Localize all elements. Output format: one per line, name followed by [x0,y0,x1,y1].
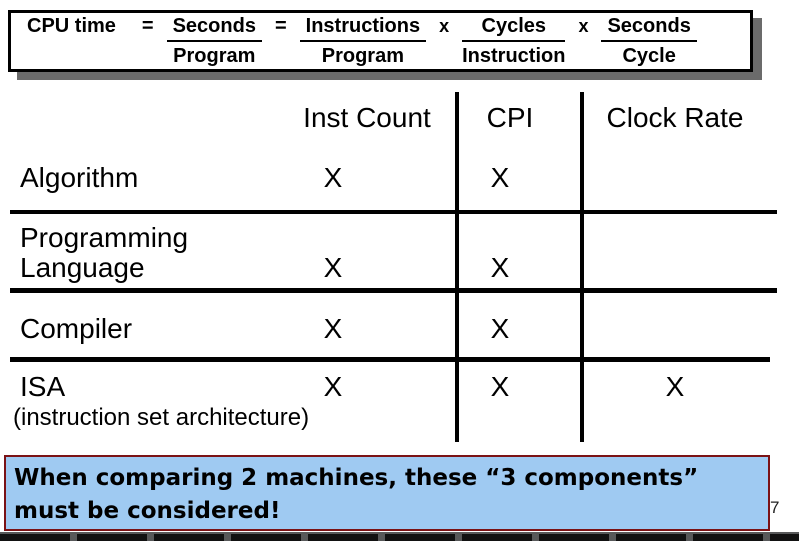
fraction-numerator: Cycles [462,14,566,42]
mark-algorithm-inst-count: X [323,162,343,193]
formula-lhs: CPU time [27,15,116,37]
fraction-denominator: Program [321,45,404,67]
callout-box: When comparing 2 machines, these “3 comp… [4,455,770,531]
fraction-numerator: Instructions [299,14,427,42]
fraction-seconds-per-program: Seconds Program [166,14,262,68]
mark-language-cpi: X [490,252,510,283]
column-header-cpi: CPI [486,102,534,133]
page-number: 7 [770,498,780,517]
table-vertical-divider-1 [455,92,459,442]
bottom-strip [0,532,799,541]
equals-sign: = [274,15,287,37]
equals-sign: = [141,15,154,37]
row-label-programming-language-line1: Programming [20,222,189,253]
fraction-seconds-per-cycle: Seconds Cycle [601,14,697,68]
fraction-numerator: Seconds [166,14,262,42]
mark-language-inst-count: X [323,252,343,283]
row-label-programming-language-line2: Language [20,252,145,283]
row-separator-1 [10,210,777,214]
row-separator-2 [10,288,777,293]
column-header-inst-count: Inst Count [303,102,431,133]
bottom-strip-segments [0,534,799,541]
fraction-numerator: Seconds [601,14,697,42]
mark-isa-inst-count: X [323,371,343,402]
callout-text-line1: When comparing 2 machines, these “3 comp… [14,465,699,491]
row-label-algorithm: Algorithm [20,162,139,193]
fraction-denominator: Cycle [622,45,676,67]
fraction-instructions-per-program: Instructions Program [299,14,427,68]
multiply-sign: x [578,16,589,36]
table-vertical-divider-2 [580,92,584,442]
row-label-isa: ISA [20,371,66,402]
row-label-compiler: Compiler [20,313,133,344]
multiply-sign: x [439,16,450,36]
mark-isa-clock-rate: X [665,371,685,402]
row-separator-3 [10,357,770,362]
isa-sublabel: (instruction set architecture) [13,404,310,431]
mark-compiler-cpi: X [490,313,510,344]
fraction-denominator: Program [173,45,256,67]
cpu-time-formula-box: CPU time = Seconds Program = Instruction… [8,10,753,72]
column-header-clock-rate: Clock Rate [606,102,744,133]
mark-compiler-inst-count: X [323,313,343,344]
mark-isa-cpi: X [490,371,510,402]
fraction-cycles-per-instruction: Cycles Instruction [462,14,566,68]
mark-algorithm-cpi: X [490,162,510,193]
fraction-denominator: Instruction [462,45,566,67]
callout-text-line2: must be considered! [14,498,281,524]
